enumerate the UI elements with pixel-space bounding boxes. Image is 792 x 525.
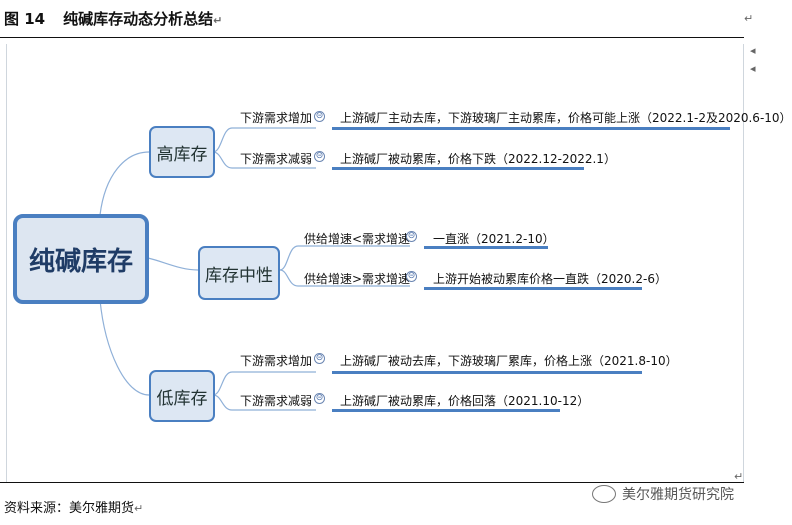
return-icon: ↵	[134, 502, 144, 515]
wechat-icon	[592, 485, 616, 503]
collapse-icon[interactable]: ⊝	[314, 151, 325, 162]
figure-number: 图 14	[4, 10, 46, 28]
condition-label: 下游需求增加	[240, 111, 313, 125]
result-label: 上游碱厂被动去库，下游玻璃厂累库，价格上涨（2021.8-10）	[340, 354, 678, 368]
branch-node-low-inventory[interactable]: 低库存	[149, 370, 215, 422]
side-marker-icon: ◂	[750, 44, 756, 57]
result-label: 上游碱厂被动累库，价格下跌（2022.12-2022.1）	[340, 152, 616, 166]
figure-title: 图 14 纯碱库存动态分析总结↵	[4, 8, 222, 29]
result-underline	[424, 287, 642, 290]
branch-node-high-inventory[interactable]: 高库存	[149, 126, 215, 178]
result-label: 上游开始被动累库价格一直跌（2020.2-6）	[433, 272, 667, 286]
collapse-icon[interactable]: ⊝	[314, 111, 325, 122]
result-underline	[332, 167, 584, 170]
result-underline	[332, 127, 730, 130]
condition-label: 下游需求增加	[240, 354, 313, 368]
return-icon: ↵	[213, 14, 223, 27]
source-text: 资料来源：美尔雅期货	[4, 501, 135, 516]
bottom-rule	[0, 482, 744, 483]
branch-label: 高库存	[156, 144, 208, 165]
watermark-text: 美尔雅期货研究院	[622, 487, 734, 503]
condition-label: 供给增速>需求增速	[304, 272, 411, 286]
watermark: 美尔雅期货研究院	[592, 484, 734, 504]
root-label: 纯碱库存	[28, 246, 133, 277]
result-underline	[424, 246, 548, 249]
result-underline	[332, 371, 642, 374]
connector-lines	[99, 127, 410, 411]
return-icon: ↵	[734, 470, 744, 483]
frame-right-line	[743, 44, 744, 482]
result-underline	[332, 409, 560, 412]
condition-label: 下游需求减弱	[240, 152, 313, 166]
root-node[interactable]: 纯碱库存	[13, 214, 149, 304]
condition-label: 供给增速<需求增速	[304, 232, 411, 246]
branch-label: 库存中性	[205, 265, 273, 286]
result-label: 上游碱厂主动去库，下游玻璃厂主动累库，价格可能上涨（2022.1-2及2020.…	[340, 111, 792, 125]
result-label: 一直涨（2021.2-10）	[433, 232, 555, 246]
collapse-icon[interactable]: ⊝	[406, 231, 417, 242]
side-marker-icon: ◂	[750, 62, 756, 75]
condition-label: 下游需求减弱	[240, 394, 313, 408]
branch-node-neutral-inventory[interactable]: 库存中性	[198, 246, 280, 300]
return-icon: ↵	[744, 12, 754, 25]
branch-label: 低库存	[156, 388, 208, 409]
top-rule	[0, 37, 744, 38]
collapse-icon[interactable]: ⊝	[406, 271, 417, 282]
frame-left-line	[6, 44, 7, 482]
collapse-icon[interactable]: ⊝	[314, 393, 325, 404]
figure-title-text: 纯碱库存动态分析总结	[63, 10, 214, 28]
result-label: 上游碱厂被动累库，价格回落（2021.10-12）	[340, 394, 590, 408]
collapse-icon[interactable]: ⊝	[314, 353, 325, 364]
source-note: 资料来源：美尔雅期货↵	[4, 497, 143, 516]
